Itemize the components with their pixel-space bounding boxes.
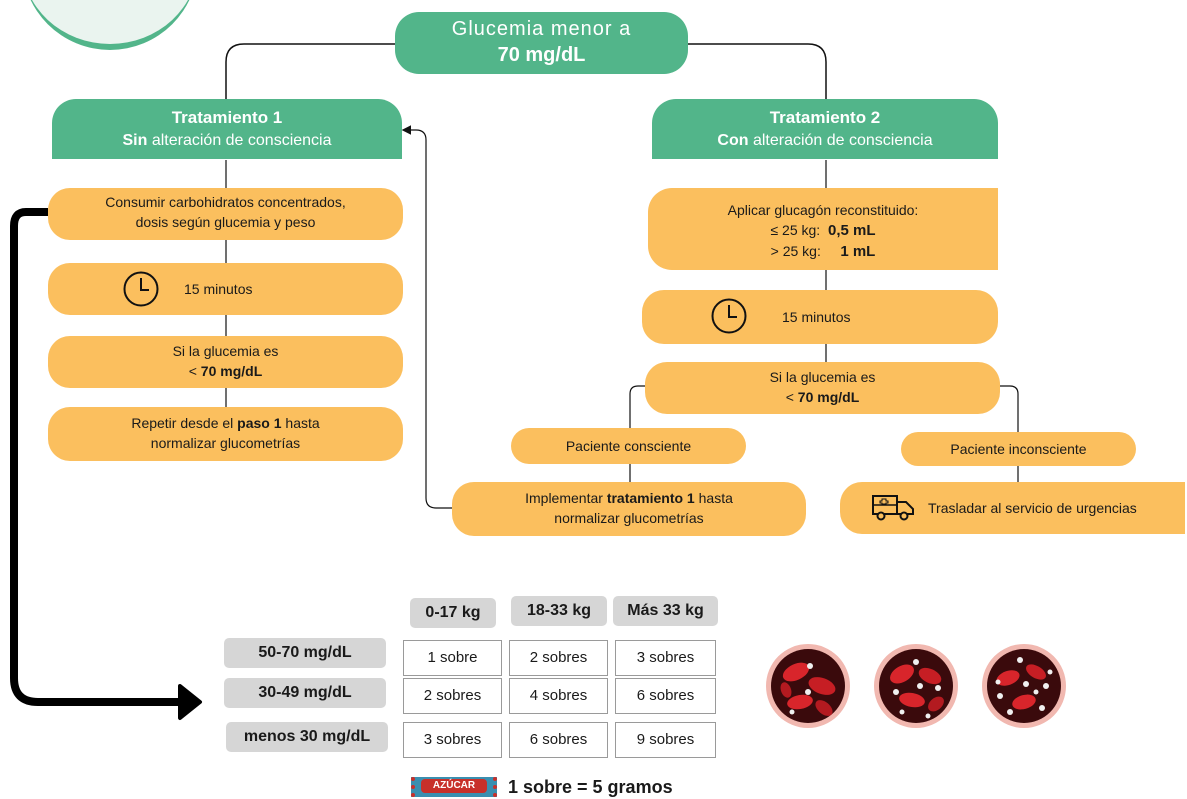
line-return-to-t1 xyxy=(401,125,452,509)
cell-r1-c1: 1 sobre xyxy=(403,640,502,676)
col-header-0-17: 0-17 kg xyxy=(410,598,496,628)
left-step-1: Consumir carbohidratos concentrados, dos… xyxy=(48,188,403,240)
line-branch-unconscious xyxy=(1000,385,1019,432)
clock-icon xyxy=(122,270,160,313)
sugar-packet-icon: AZÚCAR xyxy=(411,777,497,797)
patient-unconscious: Paciente inconsciente xyxy=(901,432,1136,466)
blood-cells-illustration-2 xyxy=(872,642,960,735)
line-top-to-t1 xyxy=(225,43,395,102)
row-label-menos-30: menos 30 mg/dL xyxy=(226,722,388,752)
right-step-1-r2b: 1 mL xyxy=(840,243,876,260)
transfer-emergency: Trasladar al servicio de urgencias xyxy=(840,482,1185,534)
glucemia-title-line2: 70 mg/dL xyxy=(497,44,586,66)
implement-post: hasta xyxy=(694,490,733,506)
right-step-3-line2: < 70 mg/dL xyxy=(645,387,1000,407)
treatment-1-subtitle: Sin alteración de consciencia xyxy=(52,129,402,153)
glucemia-title-box: Glucemia menor a 70 mg/dL xyxy=(395,12,688,74)
cell-r3-c1: 3 sobres xyxy=(403,722,502,758)
treatment-2-sub-bold: Con xyxy=(717,132,749,149)
treatment-2-sub-rest: alteración de consciencia xyxy=(748,132,933,149)
implement-treatment-1: Implementar tratamiento 1 hasta normaliz… xyxy=(452,482,806,536)
treatment-1-title: Tratamiento 1 xyxy=(171,108,283,127)
cell-r2-c2: 4 sobres xyxy=(509,678,608,714)
transfer-text: Trasladar al servicio de urgencias xyxy=(928,500,1137,516)
left-step-3-line1: Si la glucemia es xyxy=(172,343,279,359)
right-step-1-r1b: 0,5 mL xyxy=(827,222,876,239)
treatment-1-sub-bold: Sin xyxy=(122,132,148,149)
clock-icon xyxy=(710,297,748,340)
treatment-2-title: Tratamiento 2 xyxy=(769,108,881,127)
left-step-4-line2: normalizar glucometrías xyxy=(150,435,301,451)
cell-r1-c3: 3 sobres xyxy=(615,640,716,676)
left-step-4-bold: paso 1 xyxy=(237,415,282,431)
left-step-1-line1: Consumir carbohidratos concentrados, xyxy=(105,194,346,210)
implement-line1: Implementar tratamiento 1 hasta xyxy=(452,488,806,508)
glucemia-title-line1: Glucemia menor a xyxy=(451,18,632,40)
col-header-18-33: 18-33 kg xyxy=(511,596,607,626)
patient-conscious-label: Paciente consciente xyxy=(565,438,692,454)
treatment-1-sub-rest: alteración de consciencia xyxy=(147,132,332,149)
right-step-1-r2a: > 25 kg: xyxy=(770,243,821,259)
footer-note: 1 sobre = 5 gramos xyxy=(508,777,673,797)
sugar-packet-label: AZÚCAR xyxy=(421,779,487,793)
cell-r3-c2: 6 sobres xyxy=(509,722,608,758)
left-step-4-pre: Repetir desde el xyxy=(131,415,238,431)
line-branch-conscious xyxy=(629,385,645,428)
right-step-1-row1: ≤ 25 kg: 0,5 mL xyxy=(648,220,998,241)
left-step-3-bold: 70 mg/dL xyxy=(200,363,263,379)
implement-bold: tratamiento 1 xyxy=(606,490,695,506)
implement-line2: normalizar glucometrías xyxy=(554,510,704,526)
left-step-4-line1: Repetir desde el paso 1 hasta xyxy=(48,413,403,433)
left-step-1-line2: dosis según glucemia y peso xyxy=(135,214,316,230)
right-step-2: 15 minutos xyxy=(642,290,998,344)
patient-unconscious-label: Paciente inconsciente xyxy=(950,441,1087,457)
right-step-2-text: 15 minutos xyxy=(782,309,851,325)
blood-cells-illustration-3 xyxy=(980,642,1068,735)
row-label-50-70: 50-70 mg/dL xyxy=(224,638,386,668)
blood-cells-illustration-1 xyxy=(764,642,852,735)
row-label-30-49: 30-49 mg/dL xyxy=(224,678,386,708)
cell-r2-c1: 2 sobres xyxy=(403,678,502,714)
treatment-2-subtitle: Con alteración de consciencia xyxy=(652,129,998,153)
left-step-4-post: hasta xyxy=(281,415,320,431)
left-step-4: Repetir desde el paso 1 hasta normalizar… xyxy=(48,407,403,461)
implement-pre: Implementar xyxy=(525,490,607,506)
line-top-to-t2 xyxy=(688,43,827,102)
left-step-3-lt: < xyxy=(188,363,201,379)
right-step-1-r1a: ≤ 25 kg: xyxy=(770,222,821,238)
thick-arrowhead xyxy=(178,684,202,720)
thick-arrow-to-table xyxy=(10,208,182,706)
right-step-3-line1: Si la glucemia es xyxy=(769,369,876,385)
right-step-3: Si la glucemia es < 70 mg/dL xyxy=(645,362,1000,414)
left-step-2-text: 15 minutos xyxy=(184,281,253,297)
patient-conscious: Paciente consciente xyxy=(511,428,746,464)
cell-r3-c3: 9 sobres xyxy=(615,722,716,758)
cell-r2-c3: 6 sobres xyxy=(615,678,716,714)
treatment-2-header: Tratamiento 2 Con alteración de conscien… xyxy=(652,99,998,159)
right-step-3-bold: 70 mg/dL xyxy=(797,389,860,405)
right-step-1-row2: > 25 kg: 1 mL xyxy=(648,241,998,262)
right-step-3-lt: < xyxy=(785,389,798,405)
left-step-2: 15 minutos xyxy=(48,263,403,315)
ambulance-icon xyxy=(870,492,916,527)
right-step-1-line1: Aplicar glucagón reconstituido: xyxy=(727,202,919,218)
cell-r1-c2: 2 sobres xyxy=(509,640,608,676)
right-step-1: Aplicar glucagón reconstituido: ≤ 25 kg:… xyxy=(648,188,998,270)
left-step-3-line2: < 70 mg/dL xyxy=(48,361,403,381)
col-header-mas-33: Más 33 kg xyxy=(613,596,718,626)
left-step-3: Si la glucemia es < 70 mg/dL xyxy=(48,336,403,388)
treatment-1-header: Tratamiento 1 Sin alteración de conscien… xyxy=(52,99,402,159)
